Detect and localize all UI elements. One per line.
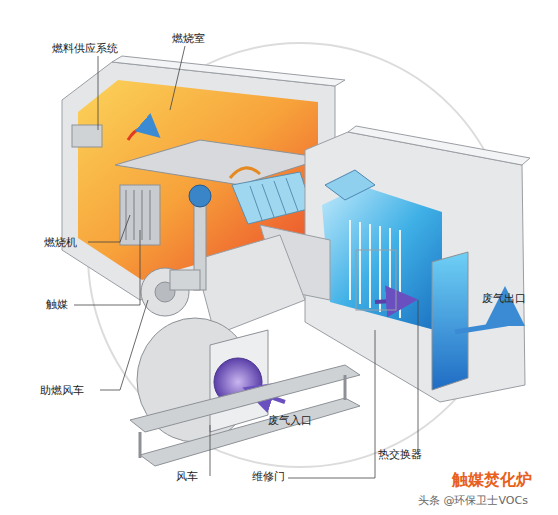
- part-label: 助燃风车: [40, 384, 84, 398]
- part-label: 燃烧机: [44, 236, 77, 250]
- part-label: 废气入口: [268, 414, 312, 428]
- part-label: 燃料供应系统: [52, 42, 118, 56]
- part-label: 热交换器: [378, 448, 422, 462]
- part-label: 燃烧室: [172, 32, 205, 46]
- part-label: 触媒: [46, 298, 68, 312]
- part-label: 风车: [176, 470, 198, 484]
- part-label: 维修门: [252, 470, 285, 484]
- watermark: 头条 @环保卫士VOCs: [418, 494, 528, 508]
- diagram-title: 触媒焚化炉: [452, 470, 532, 490]
- part-label: 废气出口: [482, 292, 526, 306]
